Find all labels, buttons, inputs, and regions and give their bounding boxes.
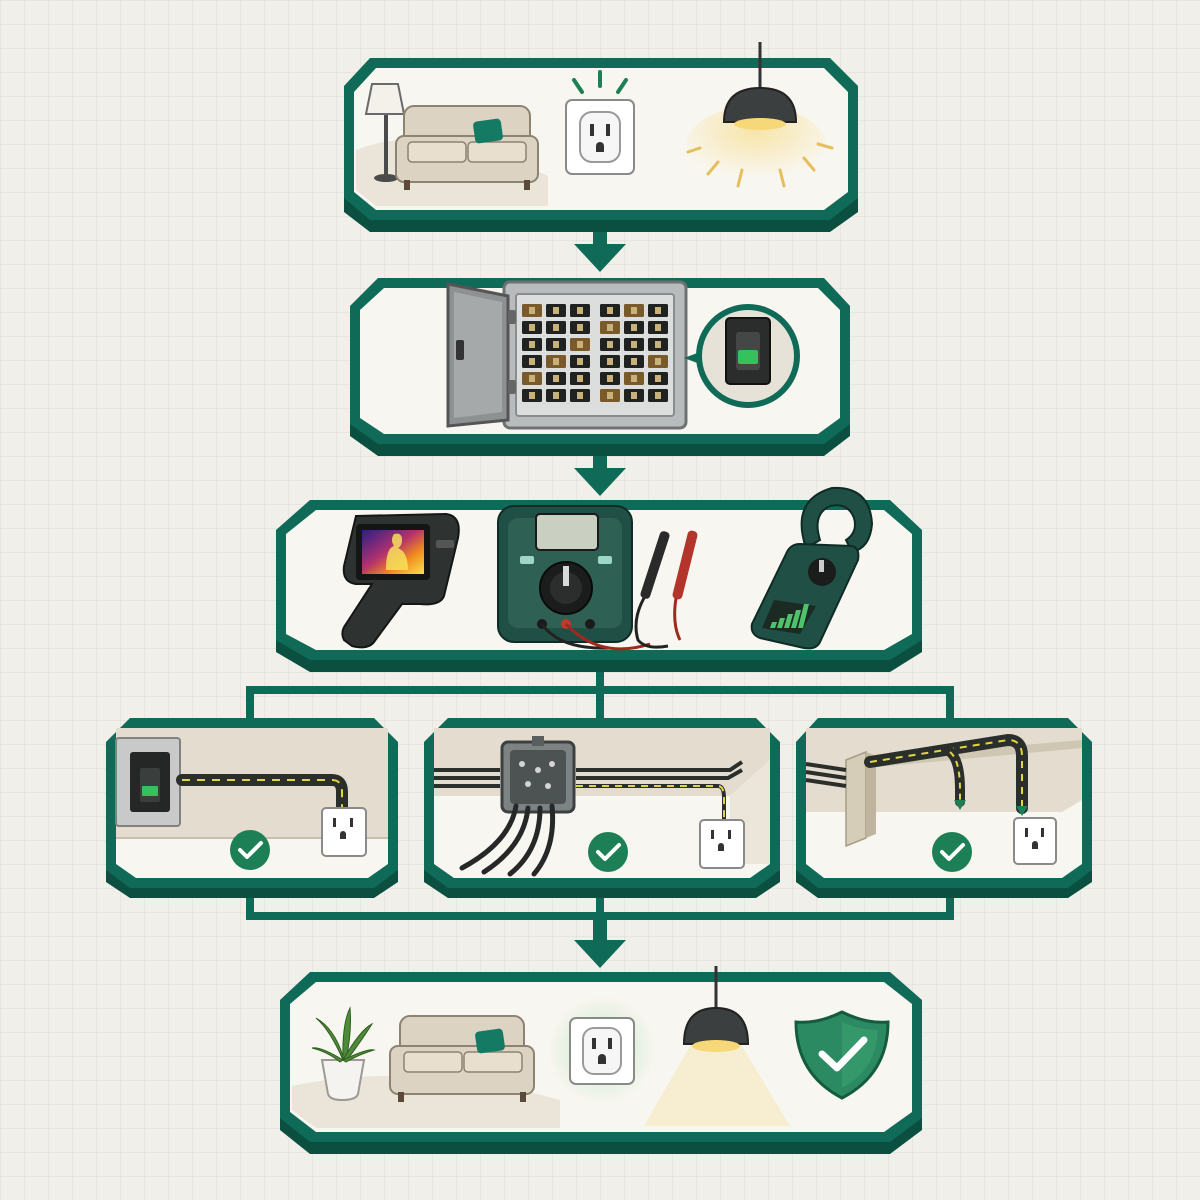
check-icon — [230, 830, 270, 870]
breaker-toggle — [631, 341, 637, 348]
breaker-toggle — [655, 341, 661, 348]
breaker-toggle — [553, 392, 559, 399]
breaker-toggle — [577, 341, 583, 348]
clamp-meter-icon — [750, 486, 874, 650]
breaker-switch-icon — [684, 304, 800, 408]
wall-outlet-icon — [699, 819, 745, 869]
sofa-icon — [389, 1015, 535, 1102]
multimeter-icon — [497, 505, 633, 643]
panel-diagnostic-tools — [276, 486, 922, 672]
wall-switch-icon — [115, 737, 181, 827]
breaker-toggle — [529, 324, 535, 331]
breaker-toggle — [529, 392, 535, 399]
sofa-icon — [395, 105, 539, 190]
breaker-toggle — [631, 358, 637, 365]
breaker-toggle — [607, 392, 613, 399]
breaker-toggle — [529, 341, 535, 348]
breaker-rows — [522, 304, 668, 402]
test-leads-icon — [540, 530, 698, 651]
breaker-toggle — [607, 358, 613, 365]
breaker-toggle — [553, 358, 559, 365]
wall-outlet-icon — [1013, 817, 1057, 865]
signal-bars — [770, 604, 809, 628]
panel-home-power-issue — [344, 42, 858, 232]
breaker-panel-icon — [446, 280, 688, 430]
breaker-toggle — [553, 375, 559, 382]
thermal-camera-icon — [341, 512, 460, 649]
plant-icon — [311, 1006, 376, 1102]
breaker-toggle — [631, 392, 637, 399]
glowing-outlet-icon — [548, 996, 656, 1104]
panel-breaker-check — [350, 278, 850, 456]
breaker-toggle — [577, 307, 583, 314]
breaker-toggle — [655, 324, 661, 331]
breaker-toggle — [553, 307, 559, 314]
check-icon — [588, 832, 628, 872]
breaker-toggle — [607, 307, 613, 314]
breaker-toggle — [655, 307, 661, 314]
junction-box-icon — [459, 736, 576, 877]
breaker-toggle — [607, 324, 613, 331]
breaker-toggle — [577, 358, 583, 365]
breaker-toggle — [631, 307, 637, 314]
breaker-toggle — [631, 375, 637, 382]
wire-path-icon — [805, 733, 1028, 816]
pendant-lamp-icon — [644, 966, 790, 1126]
breaker-toggle — [529, 307, 535, 314]
panel-trace-junction-box — [424, 718, 780, 898]
shield-check-icon — [794, 1010, 890, 1100]
breaker-toggle — [529, 358, 535, 365]
wall-stud-icon — [845, 750, 876, 848]
panel-power-restored — [280, 966, 922, 1154]
breaker-toggle — [529, 375, 535, 382]
breaker-toggle — [631, 324, 637, 331]
wall-outlet-icon — [321, 807, 367, 857]
breaker-toggle — [655, 392, 661, 399]
panel-trace-wall-routing — [796, 718, 1092, 898]
breaker-toggle — [655, 375, 661, 382]
wire-path-icon — [176, 774, 348, 816]
breaker-toggle — [577, 375, 583, 382]
branch-merge-lines — [246, 888, 954, 968]
panel-trace-switch-outlet — [106, 718, 398, 898]
breaker-toggle — [607, 341, 613, 348]
breaker-toggle — [577, 392, 583, 399]
wall-outlet-icon — [565, 70, 635, 175]
breaker-toggle — [553, 341, 559, 348]
pendant-lamp-icon — [686, 42, 834, 188]
breaker-toggle — [577, 324, 583, 331]
breaker-toggle — [607, 375, 613, 382]
breaker-toggle — [553, 324, 559, 331]
check-icon — [932, 832, 972, 872]
breaker-toggle — [655, 358, 661, 365]
